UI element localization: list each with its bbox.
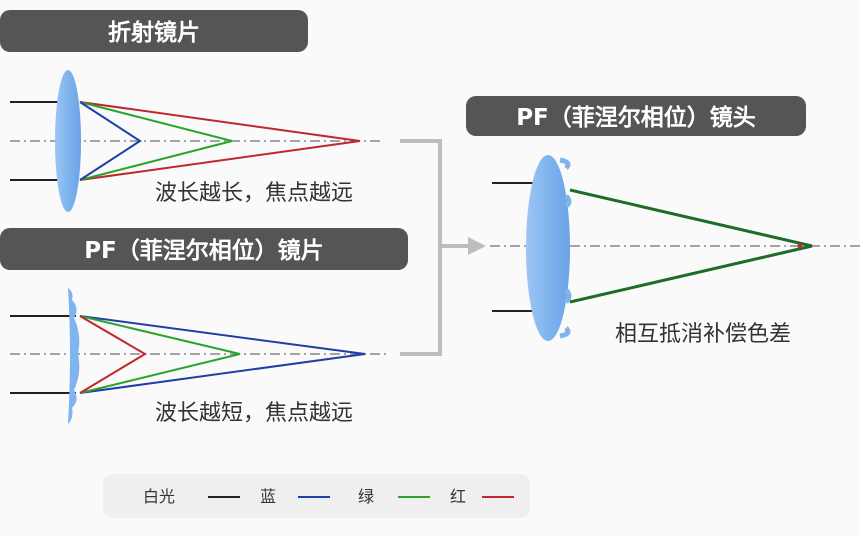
red-ray [79,315,147,394]
combined-caption: 相互抵消补偿色差 [615,322,791,347]
fresnel-ridges [559,157,572,339]
combined-title-box [466,96,806,136]
combined-title: PF（菲涅尔相位）镜头 [516,104,756,131]
svg-text:绿: 绿 [358,487,374,506]
green-ray [79,315,241,394]
legend-item-green: 绿 [358,487,430,506]
green-ray [79,101,233,181]
fresnel-caption: 波长越短，焦点越远 [155,401,353,426]
combined-ray [569,188,813,304]
legend-item-red: 红 [450,487,514,506]
arrow-right-icon [468,237,486,255]
focus-point [797,243,803,249]
svg-text:红: 红 [450,487,466,506]
refractive-title-box [0,10,308,52]
fresnel-lens [68,288,80,424]
legend: 白光 蓝 绿 红 [103,474,530,518]
refractive-lens-section: 折射镜片 波长越长，焦点越远 [0,10,382,212]
red-ray [79,101,361,181]
refractive-title: 折射镜片 [108,19,200,46]
combined-lens-section: PF（菲涅尔相位）镜头 相互抵消补偿色差 [466,96,860,347]
fresnel-lens-section: PF（菲涅尔相位）镜片 波长越短，焦点越远 [0,228,408,426]
legend-item-blue: 蓝 [260,487,330,506]
fresnel-title-box [0,228,408,270]
combined-lens [526,155,570,341]
blue-ray [79,315,366,394]
legend-item-white: 白光 [143,487,240,506]
convex-lens [55,70,81,212]
blue-ray [79,101,142,181]
fresnel-title: PF（菲涅尔相位）镜片 [84,237,324,264]
svg-text:蓝: 蓝 [260,487,276,506]
refractive-caption: 波长越长，焦点越远 [155,181,353,206]
svg-text:白光: 白光 [143,487,175,506]
